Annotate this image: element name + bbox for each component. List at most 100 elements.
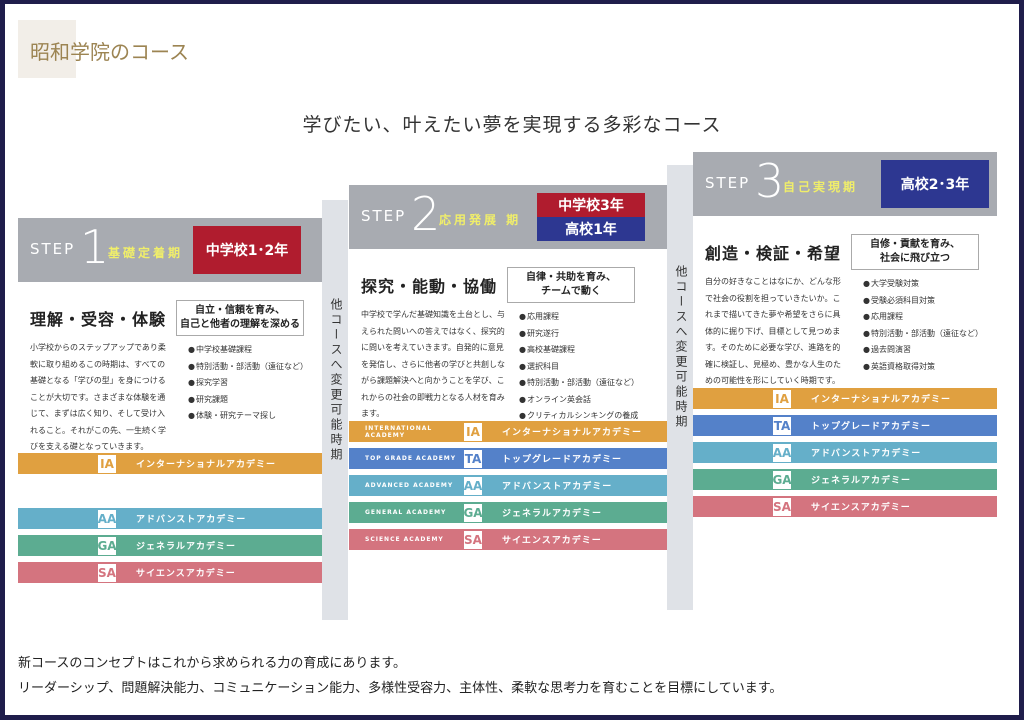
academy-name: インターナショナルアカデミー: [811, 395, 952, 405]
academy-name: アドバンストアカデミー: [811, 449, 922, 459]
step-item: 研究課題: [188, 392, 308, 409]
step-items: 応用課程研究遂行高校基礎課程選択科目特別活動・部活動（遠征など）オンライン英会話…: [519, 309, 639, 425]
page-title: 昭和学院のコース: [30, 40, 189, 64]
step-item: 特別活動・部活動（遠征など）: [863, 326, 983, 343]
footer-line-2: リーダーシップ、問題解決能力、コミュニケーション能力、多様性受容力、主体性、柔軟…: [18, 681, 783, 696]
step-heading: 創造・検証・希望: [705, 244, 842, 263]
academy-abbr: SA: [464, 530, 482, 549]
step-period: 基礎定着期: [108, 246, 184, 260]
step-item: オンライン英会話: [519, 392, 639, 409]
motto-line: 自立・信頼を育み、: [195, 305, 285, 316]
academy-name: アドバンストアカデミー: [502, 482, 613, 492]
step-item: クリティカルシンキングの養成: [519, 408, 639, 425]
step-items: 大学受験対策受験必須科目対策応用課程特別活動・部活動（遠征など）過去問演習英語資…: [863, 276, 983, 375]
academy-name: アドバンストアカデミー: [136, 515, 247, 525]
academy-name: サイエンスアカデミー: [502, 536, 602, 546]
motto-line: チームで動く: [541, 286, 601, 297]
academy-band-sa: SA サイエンスアカデミー: [693, 496, 997, 517]
academy-name: ジェネラルアカデミー: [811, 476, 912, 486]
academy-band-ia: INTERNATIONAL ACADEMY IA インターナショナルアカデミー: [349, 421, 667, 442]
change-note-2: 他コースへ変更可能時期: [674, 265, 688, 430]
step-period: 応用発展 期: [439, 213, 522, 227]
step-number: 3: [755, 154, 785, 208]
step-motto: 自律・共助を育み、チームで動く: [507, 267, 635, 303]
academy-band-aa: AA アドバンストアカデミー: [18, 508, 322, 529]
academy-abbr: IA: [464, 422, 482, 441]
motto-line: 自修・貢献を育み、: [870, 239, 960, 250]
step-label: STEP: [361, 207, 407, 225]
step-label: STEP: [705, 174, 751, 192]
academy-name: サイエンスアカデミー: [811, 503, 911, 513]
academy-english-name: TOP GRADE ACADEMY: [365, 455, 457, 462]
academy-name: インターナショナルアカデミー: [136, 460, 277, 470]
step-item: 大学受験対策: [863, 276, 983, 293]
step-item: 選択科目: [519, 359, 639, 376]
step-motto: 自修・貢献を育み、社会に飛び立つ: [851, 234, 979, 270]
step-description: 小学校からのステップアップであり柔軟に取り組めるこの時期は、すべての基礎となる「…: [30, 343, 166, 451]
academy-abbr: AA: [463, 476, 483, 495]
academy-band-ta: TA トップグレードアカデミー: [693, 415, 997, 436]
academy-english-name: GENERAL ACADEMY: [365, 509, 447, 516]
step-item: 中学校基礎課程: [188, 342, 308, 359]
step-number: 2: [411, 187, 441, 241]
step-motto: 自立・信頼を育み、自己と他者の理解を深める: [176, 300, 304, 336]
academy-abbr: IA: [98, 454, 116, 473]
academy-name: インターナショナルアカデミー: [502, 428, 643, 438]
academy-english-name: INTERNATIONAL ACADEMY: [365, 424, 433, 439]
step-heading: 理解・受容・体験: [30, 310, 167, 329]
step-number: 1: [80, 220, 110, 274]
academy-band-aa: ADVANCED ACADEMY AA アドバンストアカデミー: [349, 475, 667, 496]
academy-abbr: SA: [773, 497, 791, 516]
academy-abbr: GA: [463, 503, 483, 522]
academy-band-ia: IA インターナショナルアカデミー: [693, 388, 997, 409]
step-item: 高校基礎課程: [519, 342, 639, 359]
academy-name: ジェネラルアカデミー: [136, 542, 237, 552]
academy-abbr: SA: [98, 563, 116, 582]
academy-name: ジェネラルアカデミー: [502, 509, 603, 519]
change-period-column-1: [322, 200, 348, 620]
headline: 学びたい、叶えたい夢を実現する多彩なコース: [302, 114, 722, 136]
step-period: 自己実現期: [783, 180, 859, 194]
step-item: 特別活動・部活動（遠征など）: [188, 359, 308, 376]
academy-name: サイエンスアカデミー: [136, 569, 236, 579]
academy-english-name: SCIENCE ACADEMY: [365, 536, 444, 543]
academy-abbr: GA: [97, 536, 117, 555]
academy-band-sa: SCIENCE ACADEMY SA サイエンスアカデミー: [349, 529, 667, 550]
academy-band-ga: GENERAL ACADEMY GA ジェネラルアカデミー: [349, 502, 667, 523]
academy-band-sa: SA サイエンスアカデミー: [18, 562, 322, 583]
step-item: 探究学習: [188, 375, 308, 392]
academy-abbr: AA: [97, 509, 117, 528]
grade-badge-junior: 中学校3年: [537, 193, 645, 217]
step-heading: 探究・能動・協働: [361, 277, 498, 296]
academy-name: トップグレードアカデミー: [502, 455, 623, 465]
step-item: 過去問演習: [863, 342, 983, 359]
academy-abbr: TA: [464, 449, 482, 468]
step-item: 特別活動・部活動（遠征など）: [519, 375, 639, 392]
step-label: STEP: [30, 240, 76, 258]
grade-badge: 中学校1･2年: [193, 226, 301, 274]
change-period-column-2: [667, 165, 693, 610]
step-item: 英語資格取得対策: [863, 359, 983, 376]
academy-english-name: ADVANCED ACADEMY: [365, 482, 454, 489]
title-box: [18, 20, 76, 78]
academy-abbr: IA: [773, 389, 791, 408]
grade-badge: 高校2･3年: [881, 160, 989, 208]
step-items: 中学校基礎課程特別活動・部活動（遠征など）探究学習研究課題体験・研究テーマ探し: [188, 342, 308, 425]
academy-band-ga: GA ジェネラルアカデミー: [693, 469, 997, 490]
footer-line-1: 新コースのコンセプトはこれから求められる力の育成にあります。: [18, 656, 407, 671]
academy-abbr: AA: [772, 443, 792, 462]
grade-badge-senior: 高校1年: [537, 217, 645, 241]
step-description: 中学校で学んだ基礎知識を土台とし、与えられた問いへの答えではなく、探究的に問いを…: [361, 310, 505, 418]
academy-name: トップグレードアカデミー: [811, 422, 932, 432]
academy-band-ga: GA ジェネラルアカデミー: [18, 535, 322, 556]
step-item: 応用課程: [863, 309, 983, 326]
step-description: 自分の好きなことはなにか、どんな形で社会の役割を担っていきたいか。これまで描いて…: [705, 277, 841, 385]
academy-band-ia: IA インターナショナルアカデミー: [18, 453, 322, 474]
academy-abbr: GA: [772, 470, 792, 489]
step-item: 応用課程: [519, 309, 639, 326]
motto-line: 社会に飛び立つ: [880, 253, 950, 264]
academy-abbr: TA: [773, 416, 791, 435]
step-item: 受験必須科目対策: [863, 293, 983, 310]
step-item: 体験・研究テーマ探し: [188, 408, 308, 425]
